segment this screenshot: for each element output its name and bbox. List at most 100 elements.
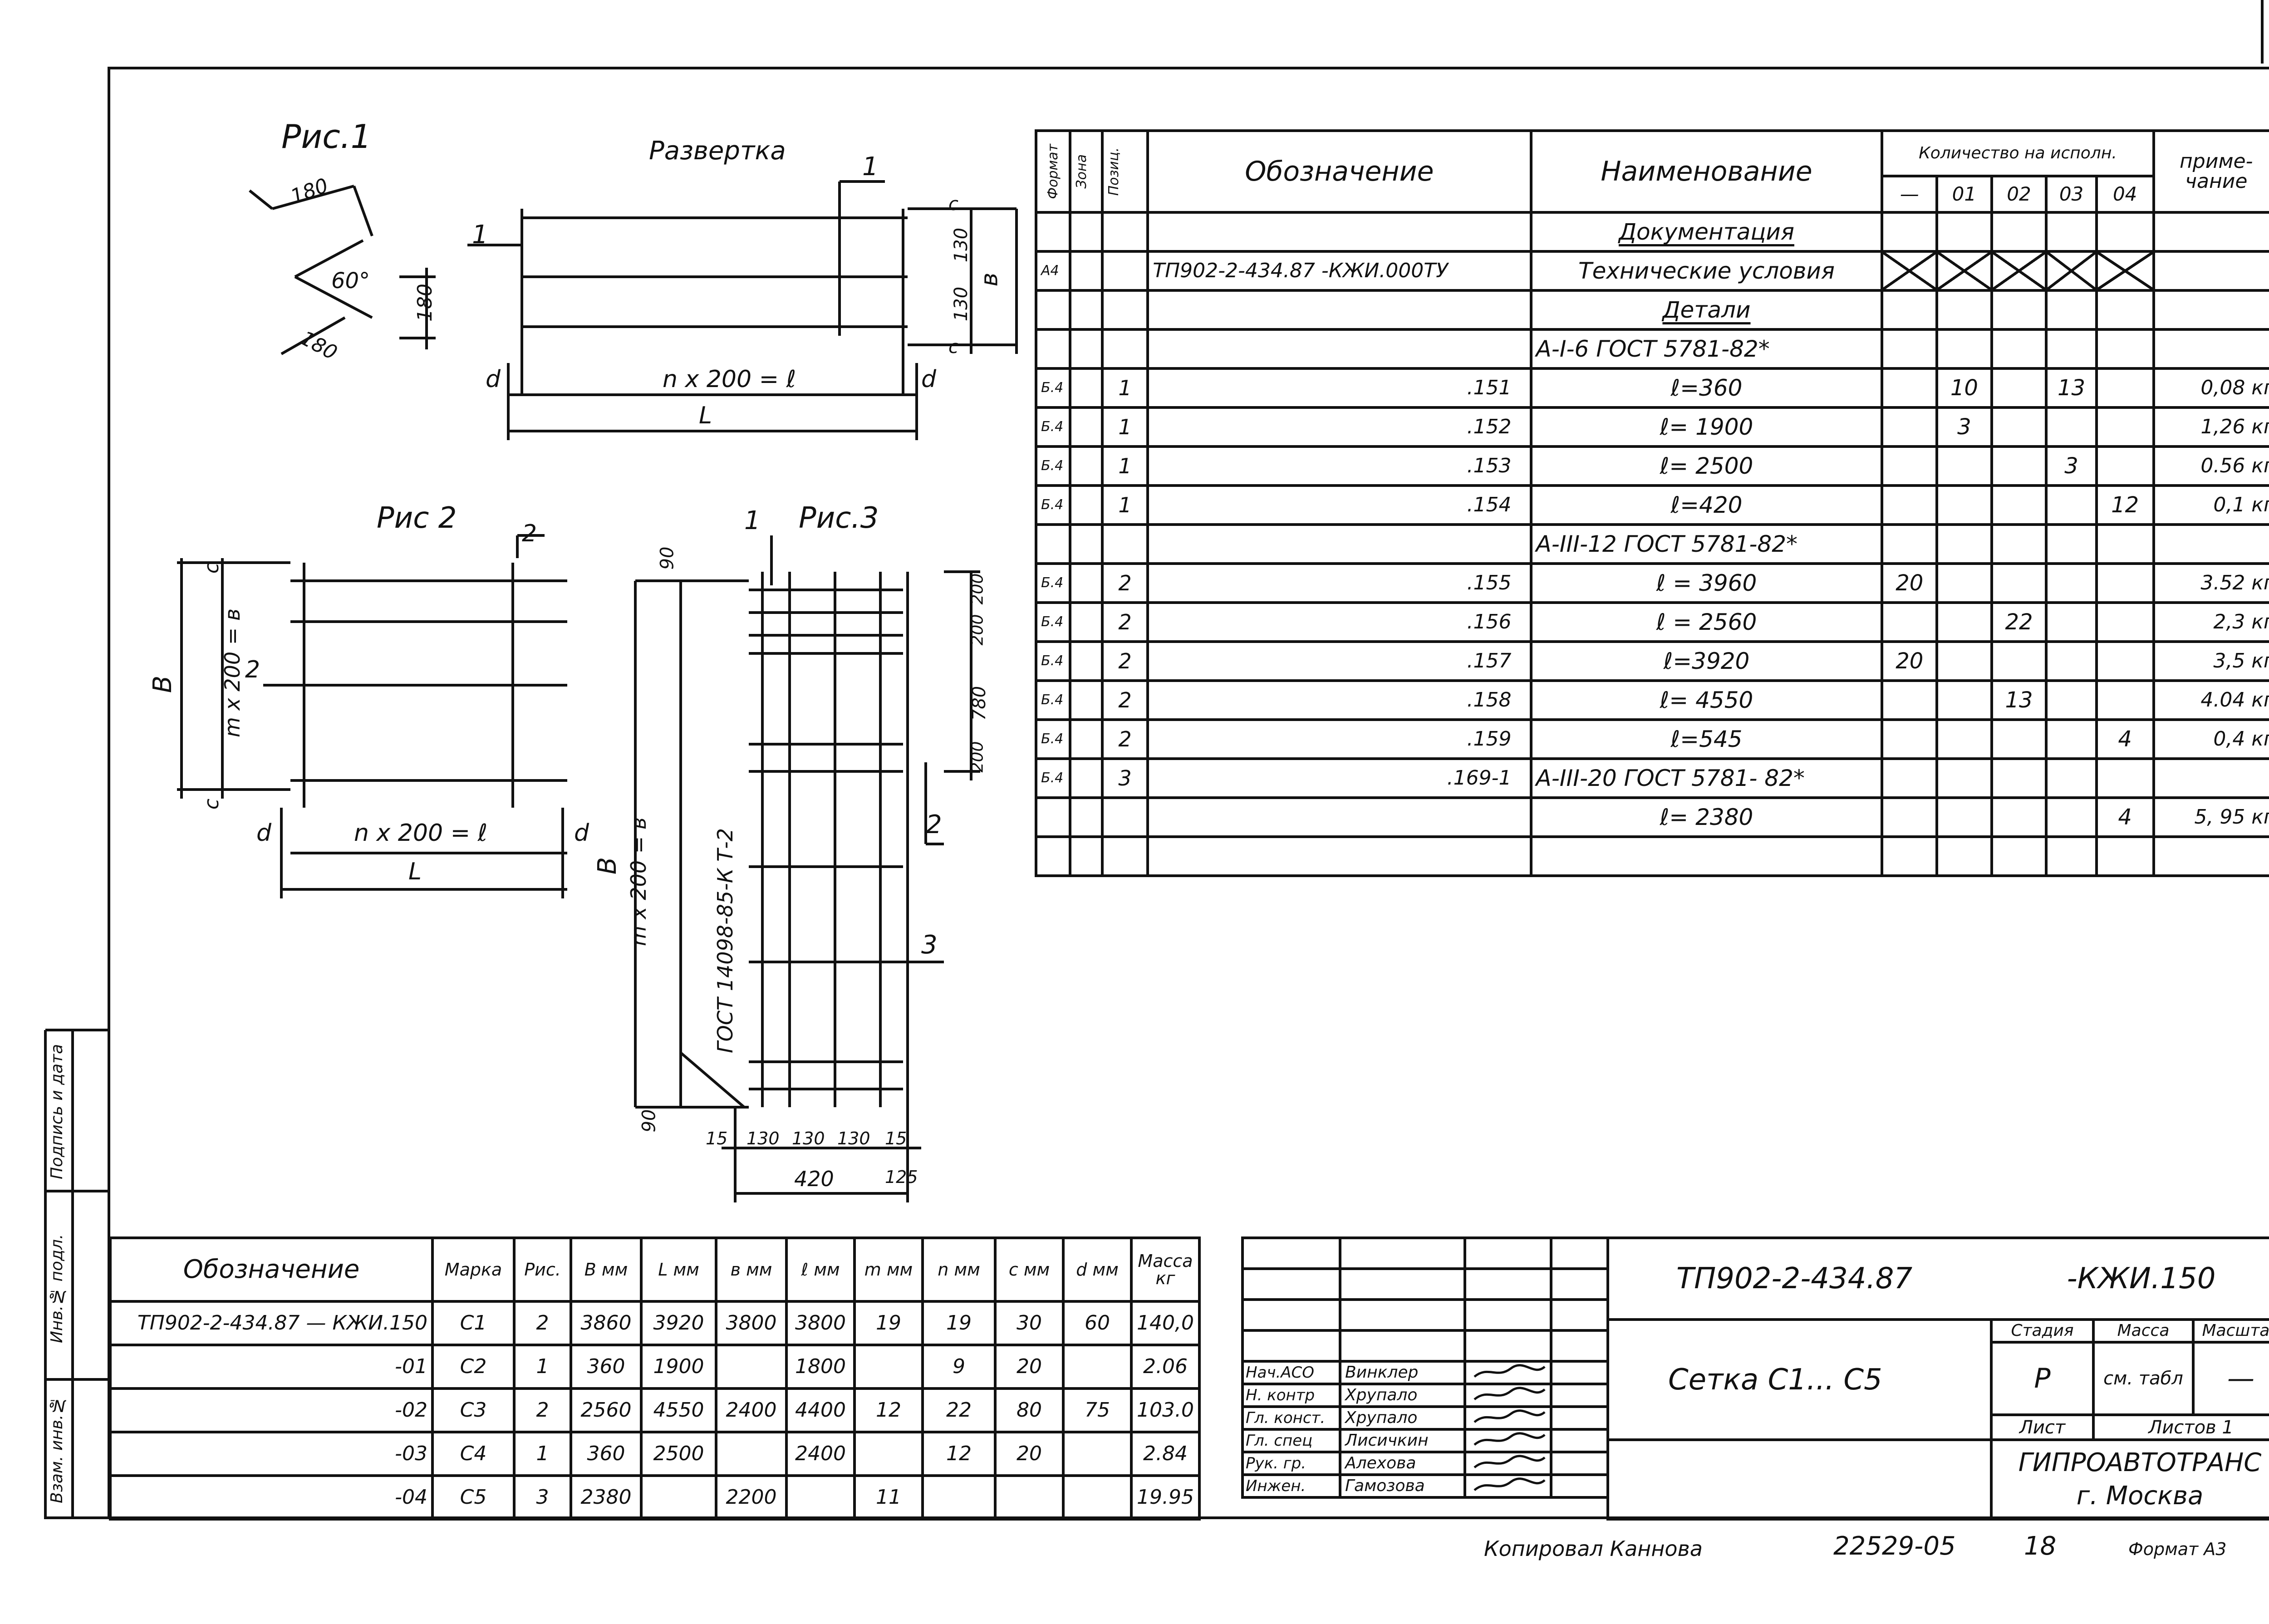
spec-pos: 1	[1100, 406, 1149, 448]
spec-name: Технические условия	[1529, 250, 1884, 292]
signature-name: Винклер	[1339, 1360, 1466, 1385]
spec-qty-3	[2045, 796, 2098, 838]
spec-qty-0	[1881, 796, 1939, 838]
spec-qty-0	[1881, 835, 1939, 877]
spec-format: Б.4	[1034, 484, 1072, 526]
spec-qty-0	[1881, 289, 1939, 331]
spec-note: 0.56 кг	[2152, 445, 2269, 487]
title-block-blank-cell	[1241, 1236, 1341, 1270]
unfold-label-1: 1	[862, 152, 879, 182]
spec-qty-2: 22	[1990, 601, 2048, 643]
spec-qty-0: 20	[1881, 562, 1939, 604]
mesh-cell-0: -04	[109, 1474, 434, 1521]
spec-note: 0,08 кг	[2152, 367, 2269, 409]
fig3-780: 780	[969, 686, 990, 721]
mesh-header-6: ℓ мм	[785, 1236, 856, 1303]
unfold-d-right: d	[921, 366, 937, 393]
spec-qty-0: 20	[1881, 640, 1939, 682]
spec-pos	[1100, 835, 1149, 877]
spec-qty-0	[1881, 523, 1939, 565]
spec-zone	[1069, 757, 1104, 799]
spec-qty-0	[1881, 679, 1939, 721]
signature-role: Нач.АСО	[1241, 1360, 1341, 1385]
mesh-header-0: Обозначение	[109, 1236, 434, 1303]
mesh-cell-8	[921, 1474, 997, 1521]
spec-zone	[1069, 406, 1104, 448]
spec-qty-1	[1935, 757, 1993, 799]
signature-date	[1550, 1473, 1609, 1499]
spec-qty-0	[1881, 445, 1939, 487]
spec-name-text: ℓ = 3960	[1656, 570, 1757, 596]
spec-format: Б.4	[1034, 718, 1072, 760]
spec-designation: .157	[1146, 640, 1532, 682]
spec-row: А-I-6 ГОСТ 5781-82*	[1034, 328, 2269, 370]
mesh-cell-10	[1062, 1344, 1133, 1390]
mesh-cell-0: -02	[109, 1387, 434, 1433]
spec-name: ℓ = 3960	[1529, 562, 1884, 604]
stamp-vzam: Взам. инв.№	[48, 1396, 66, 1504]
fig3-gost: ГОСТ 14098-85-К Т-2	[712, 828, 737, 1053]
spec-header-designation: Обозначение	[1146, 129, 1532, 214]
spec-name-text: ℓ= 2500	[1660, 453, 1753, 479]
spec-name-text: ℓ=3920	[1663, 648, 1750, 674]
fig1-dim-right: 180	[413, 284, 437, 322]
spec-name: Документация	[1529, 211, 1884, 253]
spec-zone	[1069, 328, 1104, 370]
mesh-cell-8: 22	[921, 1387, 997, 1433]
spec-qty-4	[2095, 250, 2155, 292]
spec-pos: 1	[1100, 367, 1149, 409]
stage-value: Р	[1990, 1341, 2095, 1416]
title-block-blank-row	[1241, 1298, 1609, 1332]
mesh-cell-9: 20	[994, 1344, 1065, 1390]
spec-name: А-III-20 ГОСТ 5781- 82*	[1529, 757, 1884, 799]
spec-designation	[1146, 796, 1532, 838]
signature-scribble	[1464, 1405, 1552, 1431]
spec-name: А-I-6 ГОСТ 5781-82*	[1529, 328, 1884, 370]
spec-qty-2	[1990, 523, 2048, 565]
spec-pos: 1	[1100, 445, 1149, 487]
mesh-cell-1: С2	[431, 1344, 516, 1390]
org-city: г. Москва	[2076, 1481, 2204, 1511]
stage-header: Стадия	[1990, 1318, 2095, 1344]
unfold-L: L	[699, 402, 712, 429]
fig3-label-2: 2	[926, 810, 942, 839]
signature-role: Гл. конст.	[1241, 1405, 1341, 1431]
spec-qty-0	[1881, 211, 1939, 253]
footer-num: 18	[2024, 1531, 2057, 1561]
signature-scribble	[1464, 1473, 1552, 1499]
spec-header-pos-text: Позиц.	[1105, 147, 1122, 196]
spec-pos	[1100, 289, 1149, 331]
signature-icon	[1473, 1387, 1546, 1400]
spec-qty-3	[2045, 328, 2098, 370]
spec-header-qty: Количество на исполн.	[1881, 129, 2155, 177]
fig3-200-a: 200	[968, 573, 987, 605]
spec-qty-3	[2045, 289, 2098, 331]
spec-qty-3	[2045, 835, 2098, 877]
spec-format: А4	[1034, 250, 1072, 292]
mesh-cell-1: С1	[431, 1300, 516, 1346]
spec-pos: 2	[1100, 718, 1149, 760]
spec-qty-2	[1990, 640, 2048, 682]
spec-zone	[1069, 835, 1104, 877]
spec-pos	[1100, 328, 1149, 370]
spec-header-note: приме-чание	[2152, 129, 2269, 214]
signature-role: Н. контр	[1241, 1383, 1341, 1408]
spec-qty-1: 3	[1935, 406, 1993, 448]
mesh-cell-1: С3	[431, 1387, 516, 1433]
spec-qty-1: 10	[1935, 367, 1993, 409]
mesh-cell-4: 2500	[640, 1431, 717, 1477]
spec-qty-1	[1935, 484, 1993, 526]
spec-format: Б.4	[1034, 601, 1072, 643]
spec-qty-3	[2045, 250, 2098, 292]
mesh-header-4: L мм	[640, 1236, 717, 1303]
spec-name-text: ℓ=545	[1670, 726, 1743, 752]
spec-header-pos: Позиц.	[1100, 129, 1149, 214]
mesh-cell-9: 20	[994, 1431, 1065, 1477]
